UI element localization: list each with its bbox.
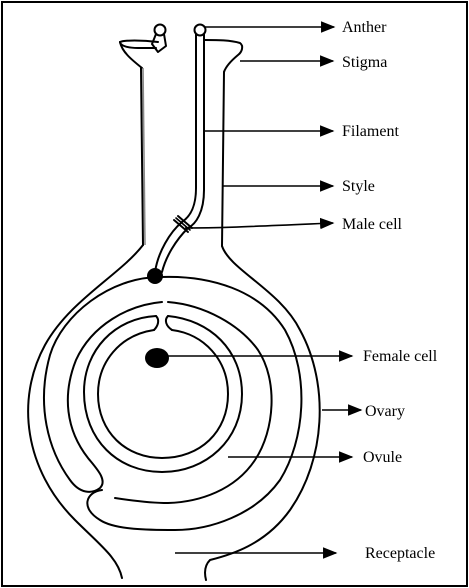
leader-lines (164, 27, 361, 553)
female-cell-dot (145, 348, 169, 368)
label-ovule: Ovule (363, 449, 402, 466)
ovule (84, 316, 242, 472)
pistil-outline (28, 40, 320, 580)
label-filament: Filament (342, 123, 399, 140)
male-cell-arrow (185, 223, 333, 228)
anther-heads (152, 25, 206, 53)
male-cell-marker (174, 216, 192, 232)
label-receptacle: Receptacle (365, 545, 435, 562)
label-anther: Anther (342, 19, 387, 36)
label-stigma: Stigma (342, 54, 387, 71)
label-male-cell: Male cell (342, 216, 403, 233)
label-style: Style (342, 178, 375, 195)
tube-nucleus-dot (147, 268, 163, 284)
label-female-cell: Female cell (363, 348, 438, 365)
ovary-inner-wall (44, 277, 301, 530)
pollen-tube (155, 34, 204, 272)
labels: Anther Stigma Filament Style Male cell F… (342, 19, 438, 562)
label-ovary: Ovary (365, 403, 405, 420)
